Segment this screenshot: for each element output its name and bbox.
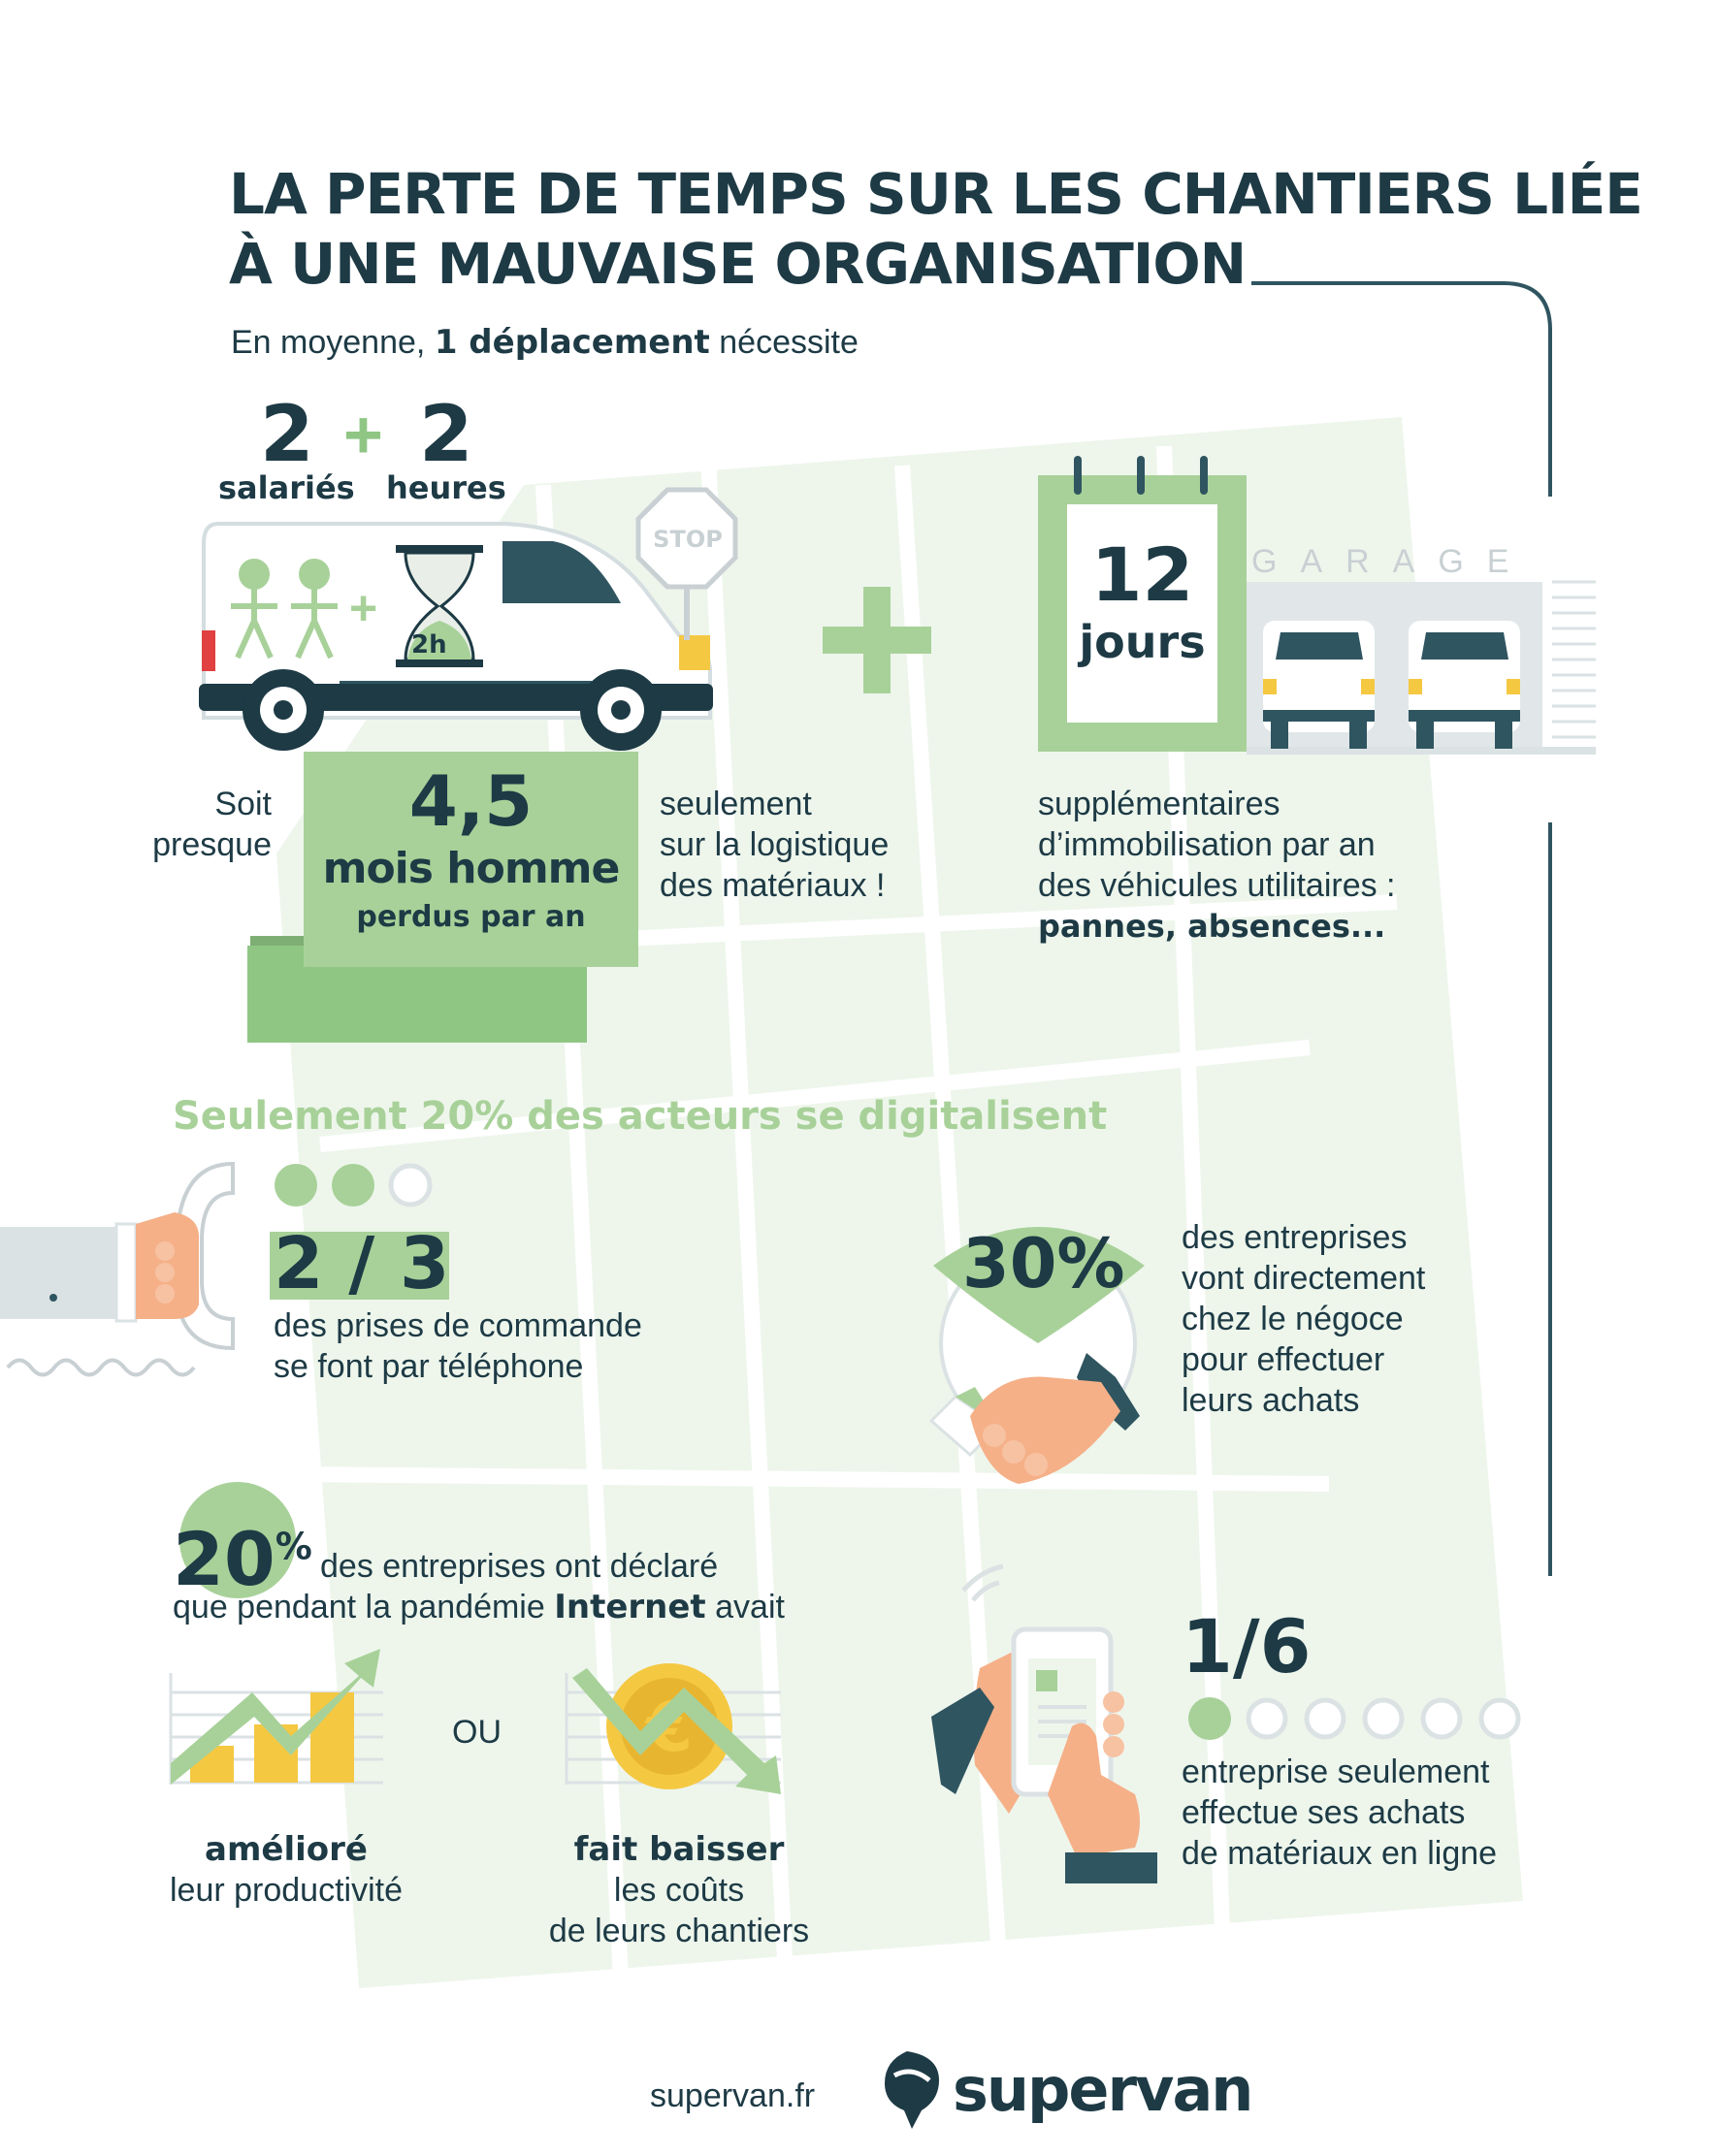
days-value: 12 [1090, 531, 1194, 618]
or-label: OU [452, 1714, 502, 1751]
garage-desc-line-1: supplémentaires [1038, 786, 1280, 822]
pandemic-line-2-prefix: que pendant la pandémie [173, 1589, 545, 1625]
digital-heading: Seulement 20% des acteurs se digitalisen… [173, 1094, 1108, 1139]
plus-icon: + [343, 397, 383, 472]
banner-prefix: Soit presque [146, 784, 272, 865]
banner-prefix-line-1: Soit [214, 786, 272, 822]
hours-label: heures [386, 469, 506, 506]
handshake-desc: des entreprises vont directement chez le… [1182, 1217, 1550, 1421]
pandemic-line-2: que pendant la pandémie Internet avait [173, 1587, 785, 1627]
pandemic-value-sup: % [275, 1525, 312, 1568]
online-desc-line-3: de matériaux en ligne [1182, 1835, 1498, 1872]
reduced-line-1: les coûts [613, 1872, 745, 1909]
garage-desc-line-2: d’immobilisation par an [1038, 826, 1376, 863]
pandemic-line-1: des entreprises ont déclaré [320, 1548, 719, 1585]
employees-label: salariés [218, 469, 355, 506]
intro-bold: 1 déplacement [434, 323, 710, 362]
garage-desc-bold: pannes, absences... [1038, 908, 1386, 945]
pandemic-value: 20% [173, 1523, 312, 1596]
pandemic-line-2-bold: Internet [554, 1588, 706, 1626]
reduced-line-2: de leurs chantiers [548, 1913, 810, 1949]
hours-count: 2 [419, 389, 473, 479]
banner-suffix-line-2: sur la logistique [660, 826, 890, 863]
online-desc: entreprise seulement effectue ses achats… [1182, 1752, 1589, 1874]
employees-count: 2 [260, 389, 314, 479]
banner-suffix: seulement sur la logistique des matériau… [660, 784, 951, 906]
footer-url[interactable]: supervan.fr [650, 2077, 816, 2114]
handshake-desc-line-1: des entreprises [1182, 1219, 1408, 1256]
handshake-desc-line-5: leurs achats [1182, 1382, 1360, 1419]
reduced-bold: fait baisser [573, 1830, 785, 1869]
svg-text:+: + [349, 581, 377, 635]
garage-sign: GARAGE [1251, 543, 1533, 580]
intro-prefix: En moyenne, [231, 324, 426, 361]
title-line-2: À UNE MAUVAISE ORGANISATION [229, 231, 1247, 297]
banner-value: 4,5 [408, 760, 534, 842]
improved-block: amélioré leur productivité [136, 1829, 437, 1911]
improved-line: leur productivité [169, 1872, 403, 1909]
handshake-value: 30% [962, 1224, 1125, 1303]
hourglass-label: 2h [411, 630, 447, 660]
garage-desc-line-3: des véhicules utilitaires : [1038, 867, 1396, 904]
banner-sub: perdus par an [356, 900, 586, 934]
banner-prefix-line-2: presque [152, 826, 272, 863]
stop-sign-text: STOP [653, 526, 723, 553]
phone-desc-line-2: se font par téléphone [274, 1348, 584, 1385]
intro-text: En moyenne, 1 déplacement nécessite [231, 322, 859, 363]
banner-unit: mois homme [322, 844, 621, 893]
reduced-block: fait baisser les coûts de leurs chantier… [524, 1829, 834, 1951]
phone-desc: des prises de commande se font par télép… [274, 1305, 759, 1387]
pandemic-value-number: 20 [173, 1516, 276, 1602]
handshake-desc-line-4: pour effectuer [1182, 1341, 1385, 1378]
online-desc-line-1: entreprise seulement [1182, 1754, 1490, 1790]
garage-desc: supplémentaires d’immobilisation par an … [1038, 784, 1504, 947]
handshake-desc-line-2: vont directement [1182, 1260, 1426, 1297]
intro-suffix: nécessite [719, 324, 859, 361]
title-line-1: LA PERTE DE TEMPS SUR LES CHANTIERS LIÉE [229, 161, 1643, 227]
improved-bold: amélioré [205, 1830, 368, 1869]
footer-brand: supervan [953, 2054, 1253, 2125]
phone-value: 2 / 3 [274, 1222, 450, 1305]
banner-suffix-line-1: seulement [660, 786, 812, 822]
handshake-desc-line-3: chez le négoce [1182, 1301, 1404, 1337]
phone-value-box [270, 1232, 449, 1300]
pandemic-line-2-suffix: avait [715, 1589, 785, 1625]
days-unit: jours [1079, 616, 1206, 668]
phone-desc-line-1: des prises de commande [274, 1307, 642, 1344]
online-desc-line-2: effectue ses achats [1182, 1794, 1466, 1831]
banner-suffix-line-3: des matériaux ! [660, 867, 886, 904]
online-value: 1/6 [1182, 1603, 1312, 1689]
